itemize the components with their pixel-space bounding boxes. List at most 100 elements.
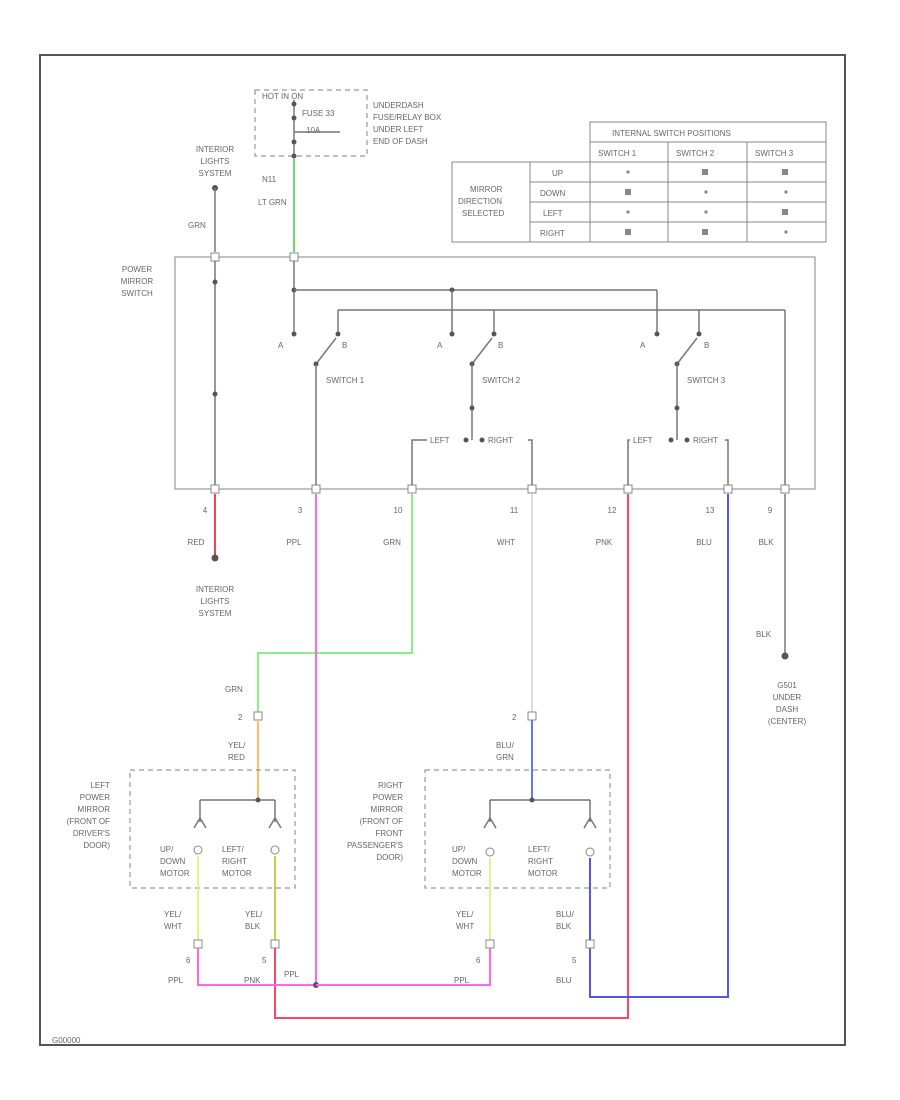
switch-position-table: INTERNAL SWITCH POSITIONS SWITCH 1 SWITC…	[451, 121, 827, 243]
svg-text:5: 5	[572, 956, 577, 965]
svg-text:LEFT/: LEFT/	[222, 845, 245, 854]
svg-text:POWER: POWER	[80, 793, 110, 802]
svg-text:DOWN: DOWN	[160, 857, 186, 866]
svg-text:HOT IN ON: HOT IN ON	[262, 92, 303, 101]
svg-text:BLK: BLK	[245, 922, 261, 931]
right-mirror-pin: 2	[512, 713, 517, 722]
svg-text:B: B	[342, 341, 347, 350]
svg-text:MOTOR: MOTOR	[160, 869, 190, 878]
svg-text:WHT: WHT	[456, 922, 474, 931]
svg-text:5: 5	[262, 956, 267, 965]
svg-text:11: 11	[510, 506, 519, 515]
svg-text:UP: UP	[552, 169, 563, 178]
svg-text:SWITCH 1: SWITCH 1	[598, 149, 637, 158]
figure-code: G00000	[52, 1036, 81, 1045]
svg-text:SWITCH: SWITCH	[121, 289, 153, 298]
ground-wire-label: BLK	[756, 630, 772, 639]
svg-text:DOWN: DOWN	[452, 857, 478, 866]
svg-text:SWITCH 2: SWITCH 2	[676, 149, 715, 158]
svg-text:9: 9	[768, 506, 773, 515]
svg-text:B: B	[498, 341, 503, 350]
svg-text:4: 4	[203, 506, 208, 515]
svg-text:SWITCH 3: SWITCH 3	[755, 149, 794, 158]
svg-text:BLK: BLK	[758, 538, 774, 547]
svg-text:LEFT: LEFT	[90, 781, 110, 790]
left-mirror-assembly: UP/ DOWN MOTOR LEFT/ RIGHT MOTOR	[129, 769, 296, 889]
left-mirror-pin: 2	[238, 713, 243, 722]
interior-lights-bottom: INTERIOR LIGHTS SYSTEM	[196, 585, 234, 618]
svg-text:SWITCH 2: SWITCH 2	[482, 376, 521, 385]
svg-text:POWER: POWER	[373, 793, 403, 802]
left-mirror-wire-top: GRN	[225, 685, 243, 694]
svg-text:(CENTER): (CENTER)	[768, 717, 807, 726]
ppl-junction-label: PPL	[284, 970, 300, 979]
power-mirror-switch	[174, 256, 816, 490]
svg-text:INTERIOR: INTERIOR	[196, 585, 234, 594]
svg-text:MIRROR: MIRROR	[121, 277, 154, 286]
svg-text:GRN: GRN	[383, 538, 401, 547]
svg-text:POWER: POWER	[122, 265, 152, 274]
wire-ppl-right-out	[316, 948, 491, 986]
svg-text:MOTOR: MOTOR	[452, 869, 482, 878]
wire-blu	[589, 494, 729, 998]
svg-text:(FRONT OF: (FRONT OF	[67, 817, 111, 826]
switch-3: A B SWITCH 3 LEFT RIGHT	[627, 337, 729, 486]
svg-text:MOTOR: MOTOR	[222, 869, 252, 878]
svg-text:RED: RED	[188, 538, 205, 547]
svg-text:SELECTED: SELECTED	[462, 209, 504, 218]
svg-text:PPL: PPL	[168, 976, 184, 985]
interior-lights-top: INTERIOR LIGHTS SYSTEM	[196, 145, 234, 178]
svg-text:LEFT: LEFT	[430, 436, 450, 445]
svg-text:FRONT: FRONT	[375, 829, 403, 838]
pin-wire-colors: RED PPL GRN WHT PNK BLU BLK	[188, 538, 775, 547]
svg-text:SWITCH 1: SWITCH 1	[326, 376, 365, 385]
svg-text:RIGHT: RIGHT	[222, 857, 247, 866]
svg-text:RIGHT: RIGHT	[693, 436, 718, 445]
svg-text:DRIVER'S: DRIVER'S	[73, 829, 110, 838]
svg-text:DOOR): DOOR)	[83, 841, 110, 850]
svg-text:LEFT: LEFT	[633, 436, 653, 445]
svg-text:YEL/: YEL/	[164, 910, 182, 919]
svg-text:YEL/: YEL/	[228, 741, 246, 750]
svg-text:G501: G501	[777, 681, 797, 690]
svg-text:BLK: BLK	[556, 922, 572, 931]
svg-text:RIGHT: RIGHT	[528, 857, 553, 866]
wire-pnk	[274, 494, 629, 1019]
svg-text:LEFT/: LEFT/	[528, 845, 551, 854]
svg-text:UNDER: UNDER	[773, 693, 802, 702]
svg-text:FUSE 33: FUSE 33	[302, 109, 335, 118]
power-mirror-switch-label: POWER MIRROR SWITCH	[121, 265, 154, 298]
svg-text:MIRROR: MIRROR	[470, 185, 503, 194]
svg-text:LIGHTS: LIGHTS	[201, 597, 230, 606]
svg-text:DOWN: DOWN	[540, 189, 566, 198]
table-header: INTERNAL SWITCH POSITIONS	[612, 129, 731, 138]
svg-text:UP/: UP/	[160, 845, 174, 854]
svg-text:SYSTEM: SYSTEM	[199, 169, 232, 178]
svg-text:DIRECTION: DIRECTION	[458, 197, 502, 206]
svg-text:(FRONT OF: (FRONT OF	[360, 817, 404, 826]
svg-text:UP/: UP/	[452, 845, 466, 854]
svg-text:FUSE/RELAY BOX: FUSE/RELAY BOX	[373, 113, 442, 122]
svg-text:YEL/: YEL/	[245, 910, 263, 919]
svg-text:12: 12	[608, 506, 617, 515]
svg-text:END OF DASH: END OF DASH	[373, 137, 428, 146]
svg-text:13: 13	[706, 506, 715, 515]
svg-text:10A: 10A	[306, 126, 321, 135]
svg-text:BLU/: BLU/	[496, 741, 515, 750]
diagram-frame	[39, 54, 846, 1046]
svg-text:BLU: BLU	[556, 976, 572, 985]
svg-text:DASH: DASH	[776, 705, 798, 714]
svg-text:BLU: BLU	[696, 538, 712, 547]
svg-text:RED: RED	[228, 753, 245, 762]
svg-text:GRN: GRN	[496, 753, 514, 762]
wire-ppl-left-out	[197, 948, 316, 986]
right-mirror-assembly: UP/ DOWN MOTOR LEFT/ RIGHT MOTOR	[424, 769, 611, 889]
wire-grn	[257, 494, 413, 712]
svg-text:SYSTEM: SYSTEM	[199, 609, 232, 618]
svg-text:PASSENGER'S: PASSENGER'S	[347, 841, 403, 850]
svg-text:RIGHT: RIGHT	[540, 229, 565, 238]
svg-text:BLU/: BLU/	[556, 910, 575, 919]
switch-pins	[210, 484, 790, 494]
svg-text:PNK: PNK	[244, 976, 261, 985]
